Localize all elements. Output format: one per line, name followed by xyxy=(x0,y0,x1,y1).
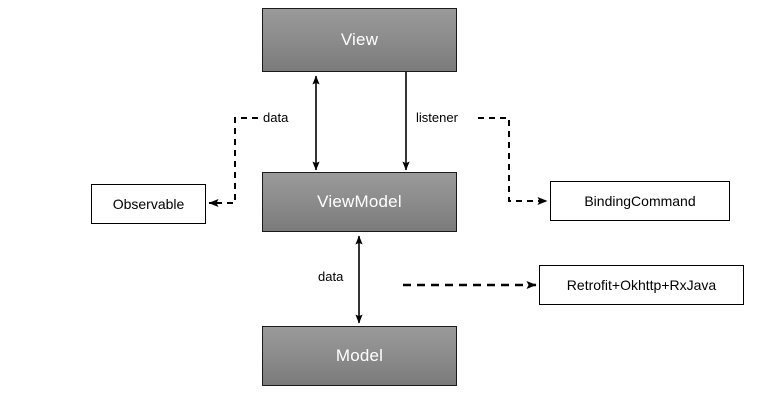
node-retrofit-label: Retrofit+Okhttp+RxJava xyxy=(566,277,717,293)
node-bindingcommand-label: BindingCommand xyxy=(584,193,696,209)
node-viewmodel-label: ViewModel xyxy=(317,192,402,211)
node-retrofit[interactable]: Retrofit+Okhttp+RxJava xyxy=(539,265,744,305)
edge-label-data-middle: data xyxy=(318,269,344,284)
node-model[interactable]: Model xyxy=(262,326,457,386)
node-view[interactable]: View xyxy=(262,8,457,72)
node-view-label: View xyxy=(340,30,379,49)
node-observable-label: Observable xyxy=(112,196,185,212)
edge-label-data-top: data xyxy=(263,110,289,125)
node-viewmodel[interactable]: ViewModel xyxy=(262,172,457,232)
edge-data-to-observable xyxy=(208,117,258,207)
node-observable[interactable]: Observable xyxy=(91,184,206,224)
node-model-label: Model xyxy=(335,346,384,365)
node-bindingcommand[interactable]: BindingCommand xyxy=(550,181,730,221)
edge-listener-to-bindingcommand xyxy=(478,117,548,205)
edge-label-listener: listener xyxy=(416,110,458,125)
